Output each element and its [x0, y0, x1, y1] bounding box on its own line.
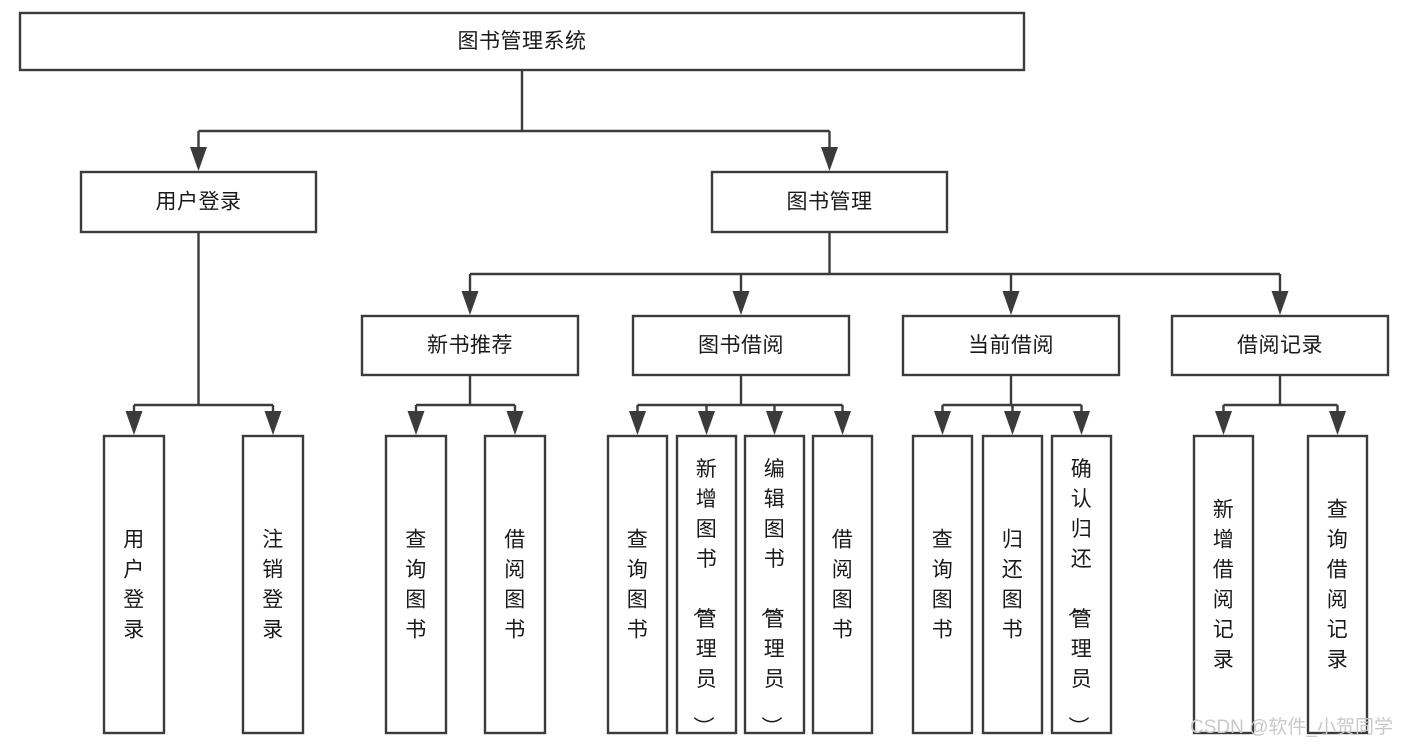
arrow-head-icon — [506, 411, 524, 435]
node-leaf-confirm-return-admin[interactable]: 确认归还（管理员） — [1050, 434, 1113, 738]
node-box-borrow-record[interactable] — [1170, 314, 1390, 377]
connector-group-user-login — [125, 232, 282, 435]
arrow-head-icon — [461, 291, 479, 315]
arrow-head-icon — [1329, 411, 1346, 435]
node-box-leaf-borrow-book[interactable] — [811, 434, 874, 735]
node-leaf-add-borrow-record[interactable]: 新增借阅记录 — [1192, 434, 1255, 735]
node-label-book-borrow: 图书借阅 — [698, 334, 784, 357]
node-leaf-add-book-admin[interactable]: 新增图书（管理员） — [675, 434, 738, 738]
node-box-leaf-confirm-return-admin[interactable] — [1050, 434, 1113, 735]
node-leaf-edit-book-admin[interactable]: 编辑图书（管理员） — [743, 434, 806, 738]
node-label-leaf-query-book-borrow: 查询图书 — [627, 529, 649, 642]
node-box-book-manage[interactable] — [710, 170, 949, 234]
connector-group-book-borrow — [629, 375, 851, 435]
arrow-head-icon — [1271, 291, 1289, 315]
node-box-book-borrow[interactable] — [631, 314, 851, 377]
node-book-manage[interactable]: 图书管理 — [710, 170, 949, 234]
node-label-book-manage: 图书管理 — [787, 191, 873, 214]
node-borrow-record[interactable]: 借阅记录 — [1170, 314, 1390, 377]
node-label-leaf-return-book: 归还图书 — [1002, 529, 1024, 642]
node-label-leaf-confirm-return-admin: 确认归还（管理员） — [1066, 458, 1093, 738]
node-new-book-recommend[interactable]: 新书推荐 — [360, 314, 580, 377]
arrow-head-icon — [629, 411, 646, 435]
node-box-leaf-query-book-borrow[interactable] — [606, 434, 669, 735]
node-label-user-login: 用户登录 — [156, 191, 242, 214]
node-label-leaf-user-logout: 注销登录 — [262, 529, 284, 642]
node-label-leaf-borrow-book: 借阅图书 — [832, 529, 854, 642]
node-leaf-query-book-current[interactable]: 查询图书 — [911, 434, 974, 735]
node-label-borrow-record: 借阅记录 — [1237, 334, 1323, 357]
node-leaf-borrow-book-recommend[interactable]: 借阅图书 — [483, 434, 547, 735]
arrow-head-icon — [407, 411, 425, 435]
node-label-leaf-borrow-book-recommend: 借阅图书 — [504, 529, 526, 642]
node-label-leaf-query-book-current: 查询图书 — [932, 529, 954, 642]
node-book-borrow[interactable]: 图书借阅 — [631, 314, 851, 377]
arrow-head-icon — [766, 411, 783, 435]
connector-layer — [125, 70, 1346, 435]
node-box-new-book-recommend[interactable] — [360, 314, 580, 377]
node-label-new-book-recommend: 新书推荐 — [427, 334, 513, 357]
node-label-current-borrow: 当前借阅 — [968, 334, 1054, 357]
arrow-head-icon — [264, 411, 282, 435]
node-leaf-query-book-borrow[interactable]: 查询图书 — [606, 434, 669, 735]
connector-group-borrow-record — [1215, 375, 1346, 435]
node-label-leaf-user-login: 用户登录 — [123, 529, 145, 642]
arrow-head-icon — [732, 291, 750, 315]
node-box-leaf-add-borrow-record[interactable] — [1192, 434, 1255, 735]
node-label-root: 图书管理系统 — [458, 30, 587, 53]
node-box-leaf-query-book-recommend[interactable] — [384, 434, 448, 735]
node-box-user-login[interactable] — [79, 170, 318, 234]
node-current-borrow[interactable]: 当前借阅 — [901, 314, 1121, 377]
arrow-head-icon — [1073, 411, 1090, 435]
connector-group-book-manage — [461, 232, 1289, 315]
node-label-leaf-query-borrow-record: 查询借阅记录 — [1327, 499, 1349, 672]
node-box-leaf-borrow-book-recommend[interactable] — [483, 434, 547, 735]
arrow-head-icon — [821, 147, 838, 171]
arrow-head-icon — [1004, 411, 1021, 435]
node-box-leaf-add-book-admin[interactable] — [675, 434, 738, 735]
node-box-current-borrow[interactable] — [901, 314, 1121, 377]
node-label-leaf-add-book-admin: 新增图书（管理员） — [691, 458, 718, 738]
node-leaf-query-borrow-record[interactable]: 查询借阅记录 — [1306, 434, 1369, 735]
arrow-head-icon — [1215, 411, 1232, 435]
node-box-leaf-edit-book-admin[interactable] — [743, 434, 806, 735]
node-box-leaf-return-book[interactable] — [981, 434, 1044, 735]
node-box-leaf-user-logout[interactable] — [241, 434, 305, 735]
node-label-leaf-query-book-recommend: 查询图书 — [405, 529, 427, 642]
connector-group-new-book-recommend — [407, 375, 524, 435]
node-root[interactable]: 图书管理系统 — [18, 11, 1026, 72]
arrow-head-icon — [934, 411, 951, 435]
node-leaf-user-login[interactable]: 用户登录 — [102, 434, 166, 735]
arrow-head-icon — [190, 147, 207, 171]
node-leaf-return-book[interactable]: 归还图书 — [981, 434, 1044, 735]
arrow-head-icon — [698, 411, 715, 435]
node-leaf-borrow-book[interactable]: 借阅图书 — [811, 434, 874, 735]
node-leaf-user-logout[interactable]: 注销登录 — [241, 434, 305, 735]
node-label-leaf-edit-book-admin: 编辑图书（管理员） — [759, 458, 786, 738]
node-box-root[interactable] — [18, 11, 1026, 72]
connector-group-root — [190, 70, 838, 171]
node-label-leaf-add-borrow-record: 新增借阅记录 — [1213, 499, 1235, 672]
arrow-head-icon — [125, 411, 143, 435]
node-leaf-query-book-recommend[interactable]: 查询图书 — [384, 434, 448, 735]
node-box-leaf-user-login[interactable] — [102, 434, 166, 735]
arrow-head-icon — [1002, 291, 1020, 315]
node-box-leaf-query-book-current[interactable] — [911, 434, 974, 735]
node-layer: 图书管理系统用户登录图书管理新书推荐图书借阅当前借阅借阅记录用户登录注销登录查询… — [18, 11, 1390, 738]
connector-group-current-borrow — [934, 375, 1090, 435]
node-user-login[interactable]: 用户登录 — [79, 170, 318, 234]
arrow-head-icon — [834, 411, 851, 435]
node-box-leaf-query-borrow-record[interactable] — [1306, 434, 1369, 735]
